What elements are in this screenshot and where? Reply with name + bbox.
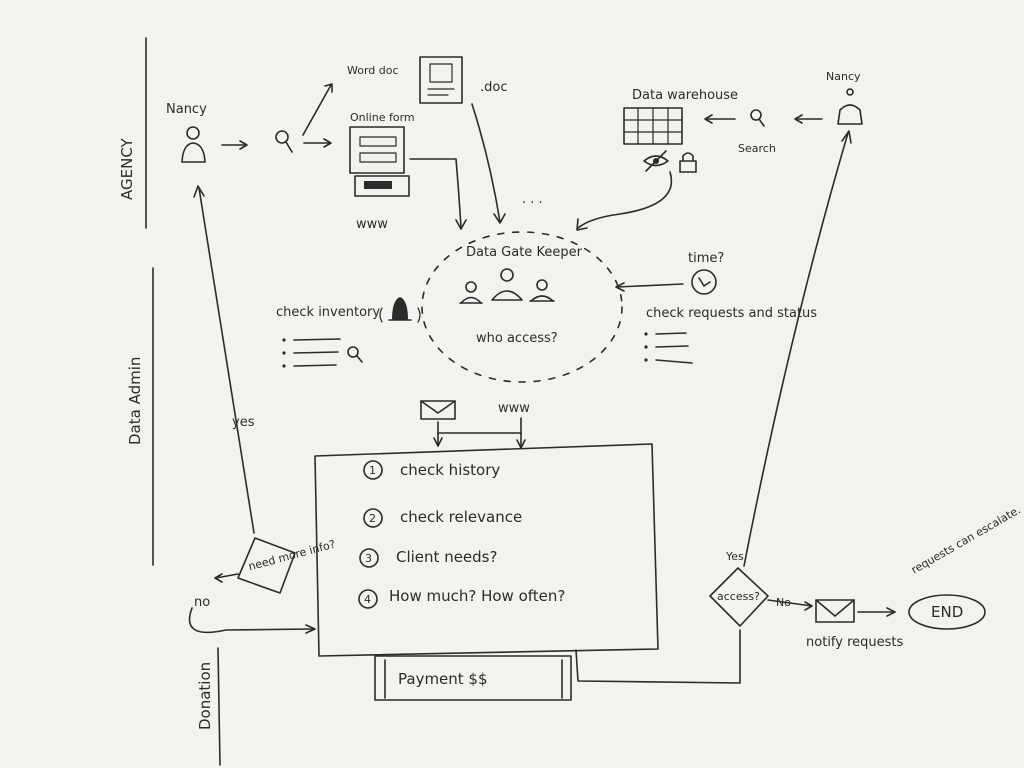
data-grid-icon <box>623 107 683 145</box>
check-requests-label: check requests and status <box>646 306 817 321</box>
inventory-search-icon <box>347 346 363 363</box>
arrow-doc-to-gatekeeper <box>471 103 501 223</box>
online-form-label: Online form <box>350 111 415 124</box>
magnifier-icon <box>275 130 293 153</box>
svg-text:How much? How often?: How much? How often? <box>389 587 565 605</box>
time-label: time? <box>688 251 724 266</box>
escalate-note: requests can escalate. <box>909 503 1023 576</box>
arrow-warehouse-to-gatekeeper <box>577 171 673 229</box>
end-terminal <box>908 594 986 630</box>
arrow-yes-to-user <box>198 187 255 534</box>
connector-payment-to-access <box>575 629 741 684</box>
user-right-label: Nancy <box>826 70 861 83</box>
doc-extension-label: .doc <box>480 80 508 95</box>
ellipsis: . . . <box>522 192 543 207</box>
who-access-label: who access? <box>476 331 558 346</box>
notify-label: notify requests <box>806 635 903 650</box>
arrow-search-to-warehouse <box>704 114 736 124</box>
word-doc-label: Word doc <box>347 64 399 77</box>
arrow-no-to-checklist <box>188 607 315 634</box>
lane-label-agency: AGENCY <box>118 137 136 200</box>
lane-label-donation: Donation <box>196 662 214 730</box>
payment-label: Payment $$ <box>398 670 488 688</box>
check-inventory-label: check inventory <box>276 305 380 320</box>
arrow-to-online-form <box>303 138 332 148</box>
bell-icon <box>379 297 421 323</box>
lane-label-data-admin: Data Admin <box>126 357 144 445</box>
requests-list <box>644 332 693 364</box>
no-label-left: no <box>194 595 210 610</box>
user-left-label: Nancy <box>166 102 207 117</box>
svg-text:1: 1 <box>369 464 376 477</box>
checklist-box <box>314 443 659 657</box>
need-more-info-diamond <box>237 537 296 594</box>
checklist-item-4: 4 How much? How often? <box>358 587 565 609</box>
lock-icon <box>679 152 697 173</box>
gatekeeper-boundary <box>421 231 623 383</box>
end-label: END <box>931 603 963 621</box>
checklist-item-3: 3 Client needs? <box>359 548 497 568</box>
lane-divider-donation <box>217 647 221 766</box>
svg-text:2: 2 <box>369 512 376 525</box>
arrows-into-checklist <box>433 417 526 449</box>
email-icon <box>420 400 456 420</box>
arrow-user-to-search <box>221 140 248 150</box>
team-icon <box>459 268 555 304</box>
arrow-form-to-gatekeeper <box>409 158 462 228</box>
arrow-user-right-to-search <box>794 114 823 124</box>
svg-text:check relevance: check relevance <box>400 508 522 526</box>
user-right-icon <box>837 88 863 125</box>
notify-email-icon <box>815 599 855 623</box>
access-label: access? <box>717 590 760 603</box>
form-submit-bar <box>364 181 392 189</box>
clock-icon <box>691 269 717 295</box>
document-icon <box>419 56 463 104</box>
access-decision-diamond <box>709 567 769 627</box>
need-more-info-label: need more info? <box>247 538 337 574</box>
eye-hidden-icon <box>643 150 669 172</box>
data-warehouse-label: Data warehouse <box>632 88 738 103</box>
www-label-agency: www <box>356 217 388 232</box>
svg-text:3: 3 <box>365 552 372 565</box>
yes-label-left: yes <box>232 415 255 430</box>
search-label: Search <box>738 142 776 155</box>
arrow-yes-to-user-right <box>743 132 849 567</box>
checklist-item-1: 1 check history <box>363 460 500 480</box>
search-icon <box>750 109 765 127</box>
arrow-no-branch <box>215 573 239 579</box>
www-label-admin: www <box>498 401 530 416</box>
svg-text:Client needs?: Client needs? <box>396 548 497 566</box>
online-form-icon <box>349 126 410 197</box>
svg-text:check history: check history <box>400 461 500 479</box>
inventory-list <box>282 338 341 368</box>
payment-box: Payment $$ <box>374 655 572 701</box>
arrow-time-to-gatekeeper <box>615 282 684 292</box>
yes-label-right: Yes <box>725 550 744 563</box>
svg-text:4: 4 <box>364 593 371 606</box>
arrow-to-word-doc <box>302 83 333 136</box>
checklist-item-2: 2 check relevance <box>363 508 522 528</box>
arrow-no-to-notify <box>767 599 813 607</box>
gatekeeper-title: Data Gate Keeper <box>466 245 583 260</box>
user-left-icon <box>181 126 206 163</box>
